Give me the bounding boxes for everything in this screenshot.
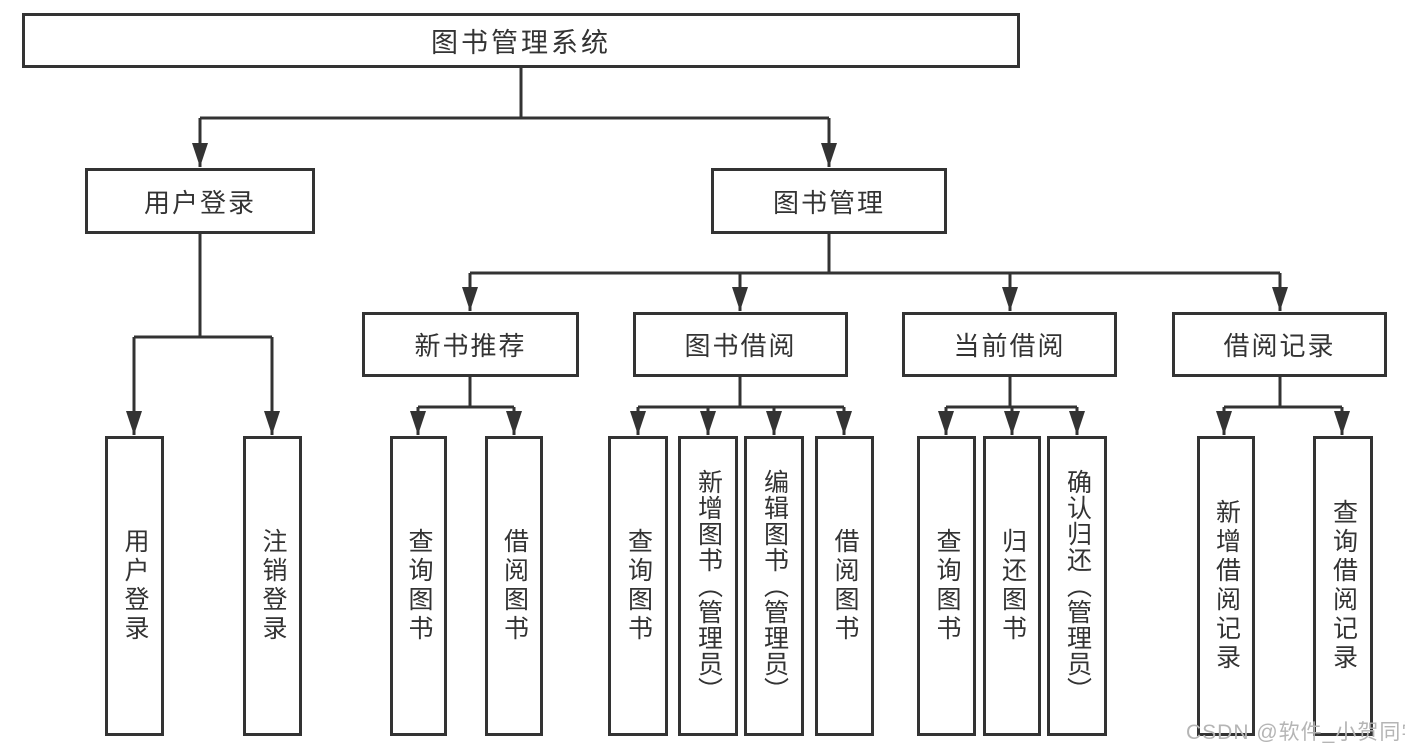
leaf-nb-query-books: 查询图书: [390, 436, 447, 736]
node-current-borrowing: 当前借阅: [902, 312, 1117, 377]
node-root: 图书管理系统: [22, 13, 1020, 68]
leaf-cb-return-books-label: 归还图书: [998, 528, 1027, 644]
node-new-book-recommend-label: 新书推荐: [414, 331, 527, 361]
node-book-borrowing: 图书借阅: [633, 312, 848, 377]
node-root-label: 图书管理系统: [431, 28, 611, 58]
node-user-login-group-label: 用户登录: [143, 187, 256, 218]
csdn-watermark: CSDN @软件_小贺同学: [1186, 721, 1405, 744]
leaf-bb-query-books-label: 查询图书: [624, 528, 653, 644]
leaf-bb-borrow-books-label: 借阅图书: [831, 528, 859, 644]
leaf-bb-add-books-label: 新增图书（管理员）: [694, 469, 723, 703]
leaf-user-login-label: 用户登录: [121, 528, 149, 644]
leaf-bb-add-books: 新增图书（管理员）: [678, 436, 738, 736]
leaf-bb-borrow-books: 借阅图书: [815, 436, 874, 736]
leaf-bb-edit-books-label: 编辑图书（管理员）: [760, 469, 789, 703]
leaf-br-add-record: 新增借阅记录: [1197, 436, 1255, 736]
leaf-bb-query-books: 查询图书: [608, 436, 668, 736]
arrow-lines: [126, 118, 1350, 435]
node-book-management: 图书管理: [711, 168, 947, 234]
node-borrowing-records: 借阅记录: [1172, 312, 1387, 377]
leaf-cb-confirm-return-label: 确认归还（管理员）: [1063, 469, 1092, 703]
leaf-logout-label: 注销登录: [259, 528, 287, 644]
leaf-cb-query-books: 查询图书: [917, 436, 976, 736]
leaf-nb-borrow-books: 借阅图书: [485, 436, 543, 736]
leaf-bb-edit-books: 编辑图书（管理员）: [744, 436, 804, 736]
leaf-cb-return-books: 归还图书: [983, 436, 1041, 736]
node-borrowing-records-label: 借阅记录: [1223, 331, 1336, 361]
leaf-nb-borrow-books-label: 借阅图书: [500, 528, 529, 644]
node-user-login-group: 用户登录: [85, 168, 315, 234]
node-current-borrowing-label: 当前借阅: [953, 331, 1066, 361]
node-book-borrowing-label: 图书借阅: [684, 331, 797, 361]
leaf-br-query-record-label: 查询借阅记录: [1329, 499, 1358, 673]
leaf-user-login: 用户登录: [105, 436, 164, 736]
leaf-logout: 注销登录: [243, 436, 302, 736]
node-new-book-recommend: 新书推荐: [362, 312, 579, 377]
leaf-cb-confirm-return: 确认归还（管理员）: [1047, 436, 1107, 736]
leaf-cb-query-books-label: 查询图书: [933, 528, 961, 644]
leaf-br-add-record-label: 新增借阅记录: [1212, 499, 1241, 673]
node-book-management-label: 图书管理: [772, 187, 885, 218]
leaf-nb-query-books-label: 查询图书: [405, 528, 433, 644]
leaf-br-query-record: 查询借阅记录: [1313, 436, 1373, 736]
